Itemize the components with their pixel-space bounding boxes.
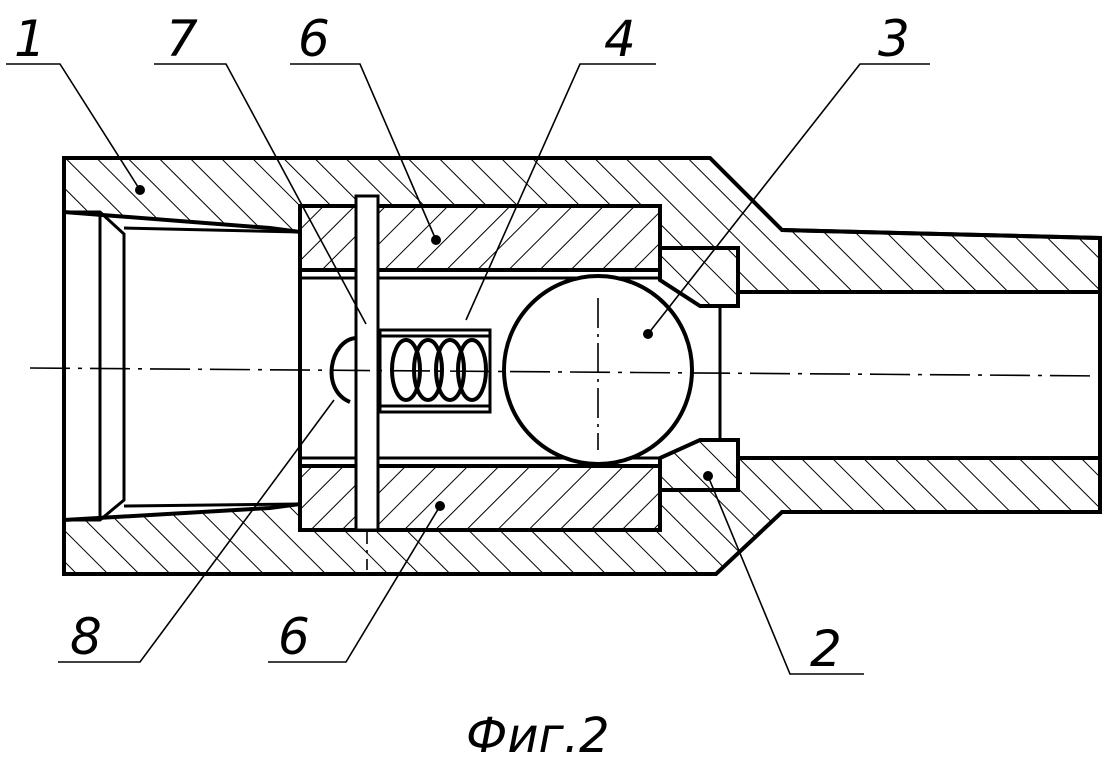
leader-6-bottom <box>268 505 441 663</box>
inlet-chamfer <box>64 210 126 522</box>
label-2: 2 <box>810 620 842 678</box>
label-7: 7 <box>166 10 198 68</box>
dot-6-top <box>431 235 441 245</box>
inlet-bore-bottom <box>123 502 301 508</box>
sleeve-lower <box>298 464 662 532</box>
seat-lower <box>658 438 740 492</box>
figure-caption: Фиг.2 <box>466 708 610 764</box>
label-6-top: 6 <box>298 10 330 68</box>
ball-part-3 <box>502 274 694 466</box>
spring-coil-4 <box>456 338 488 402</box>
label-1: 1 <box>14 10 46 68</box>
label-3: 3 <box>878 10 910 68</box>
outlet-taper-top <box>781 228 1101 240</box>
leader-7 <box>154 63 367 325</box>
dot-1 <box>135 185 145 195</box>
leader-3 <box>647 63 930 335</box>
inlet-bore-top <box>123 226 301 234</box>
pin-part-7 <box>354 194 380 570</box>
spring-loop-left <box>329 336 357 404</box>
seat-part-2 <box>658 246 740 492</box>
spring-coil-2 <box>412 338 444 402</box>
leader-dots <box>135 185 713 511</box>
label-4: 4 <box>604 10 636 68</box>
leader-1 <box>6 63 141 191</box>
seat-upper <box>658 246 740 308</box>
leader-6-top <box>290 63 437 241</box>
label-6-bottom: 6 <box>278 608 310 666</box>
dot-6-bottom <box>435 501 445 511</box>
label-8: 8 <box>70 608 102 666</box>
leader-lines <box>6 63 930 675</box>
leader-4 <box>465 63 656 321</box>
dot-2 <box>703 471 713 481</box>
sleeve-upper <box>298 204 662 272</box>
spring-coil-3 <box>434 338 466 402</box>
dot-3 <box>643 329 653 339</box>
leader-8 <box>58 399 335 663</box>
leader-2 <box>707 475 864 675</box>
pin <box>354 194 380 532</box>
